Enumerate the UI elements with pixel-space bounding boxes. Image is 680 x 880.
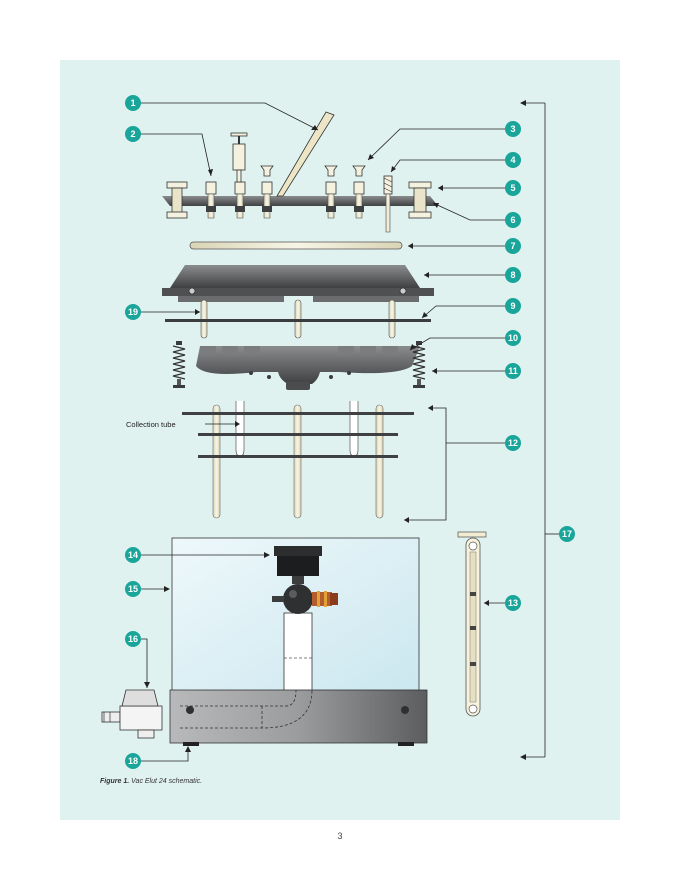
lid-handle bbox=[457, 531, 487, 717]
manifold-tray bbox=[196, 346, 420, 390]
svg-text:17: 17 bbox=[562, 529, 572, 539]
figure-caption: Figure 1. Vac Elut 24 schematic. bbox=[100, 778, 202, 785]
callout-7: 7 bbox=[505, 238, 521, 254]
callouts: 1 2 3 4 5 6 7 8 9 10 11 12 13 14 15 16 1… bbox=[125, 95, 575, 769]
callout-8: 8 bbox=[505, 267, 521, 283]
svg-text:19: 19 bbox=[128, 307, 138, 317]
lid-knob-right bbox=[408, 181, 432, 219]
leader-arrows bbox=[144, 100, 526, 760]
callout-5: 5 bbox=[505, 180, 521, 196]
svg-text:12: 12 bbox=[508, 438, 518, 448]
vacuum-port bbox=[101, 689, 163, 739]
callout-4: 4 bbox=[505, 152, 521, 168]
cartridge bbox=[260, 165, 366, 177]
collection-tube-label: Collection tube bbox=[126, 420, 176, 429]
caption-text: Vac Elut 24 schematic. bbox=[131, 778, 203, 785]
callout-6: 6 bbox=[505, 212, 521, 228]
svg-text:5: 5 bbox=[510, 183, 515, 193]
svg-text:15: 15 bbox=[128, 584, 138, 594]
collection-rack bbox=[182, 401, 414, 519]
callout-13: 13 bbox=[505, 595, 521, 611]
svg-text:2: 2 bbox=[130, 129, 135, 139]
spring-right bbox=[412, 341, 426, 388]
callout-15: 15 bbox=[125, 581, 141, 597]
cover-assembly bbox=[162, 111, 438, 233]
callout-12: 12 bbox=[505, 435, 521, 451]
svg-text:13: 13 bbox=[508, 598, 518, 608]
spring-left bbox=[172, 341, 186, 388]
callout-2: 2 bbox=[125, 126, 141, 142]
vacuum-gauge bbox=[272, 546, 338, 614]
svg-text:16: 16 bbox=[128, 634, 138, 644]
callout-10: 10 bbox=[505, 330, 521, 346]
svg-text:4: 4 bbox=[510, 155, 515, 165]
svg-text:18: 18 bbox=[128, 756, 138, 766]
needle-plate bbox=[165, 319, 431, 322]
callout-18: 18 bbox=[125, 753, 141, 769]
cover-plate bbox=[162, 196, 438, 206]
syringe bbox=[230, 132, 248, 183]
caption-label: Figure 1. bbox=[100, 778, 130, 785]
svg-text:9: 9 bbox=[510, 301, 515, 311]
lid bbox=[162, 265, 434, 302]
stopcock bbox=[205, 181, 217, 219]
callout-3: 3 bbox=[505, 121, 521, 137]
page-number: 3 bbox=[337, 831, 343, 841]
svg-text:10: 10 bbox=[508, 333, 518, 343]
callout-11: 11 bbox=[505, 363, 521, 379]
svg-text:8: 8 bbox=[510, 270, 515, 280]
svg-text:11: 11 bbox=[508, 366, 518, 376]
callout-14: 14 bbox=[125, 547, 141, 563]
callout-16: 16 bbox=[125, 631, 141, 647]
svg-text:3: 3 bbox=[510, 124, 515, 134]
stopcock bbox=[383, 175, 393, 233]
stopcock bbox=[261, 181, 273, 219]
callout-19: 19 bbox=[125, 304, 141, 320]
gasket bbox=[189, 241, 403, 250]
svg-text:7: 7 bbox=[510, 241, 515, 251]
removal-tool bbox=[276, 111, 335, 197]
callout-1: 1 bbox=[125, 95, 141, 111]
leader-lines bbox=[140, 102, 560, 762]
svg-text:6: 6 bbox=[510, 215, 515, 225]
callout-9: 9 bbox=[505, 298, 521, 314]
stopcock bbox=[325, 181, 337, 219]
svg-text:14: 14 bbox=[128, 550, 138, 560]
callout-17: 17 bbox=[559, 526, 575, 542]
svg-text:1: 1 bbox=[130, 98, 135, 108]
lid-knob-left bbox=[166, 181, 188, 219]
vacuum-chamber bbox=[101, 537, 428, 746]
stopcock bbox=[353, 181, 365, 219]
stopcocks bbox=[205, 175, 393, 233]
